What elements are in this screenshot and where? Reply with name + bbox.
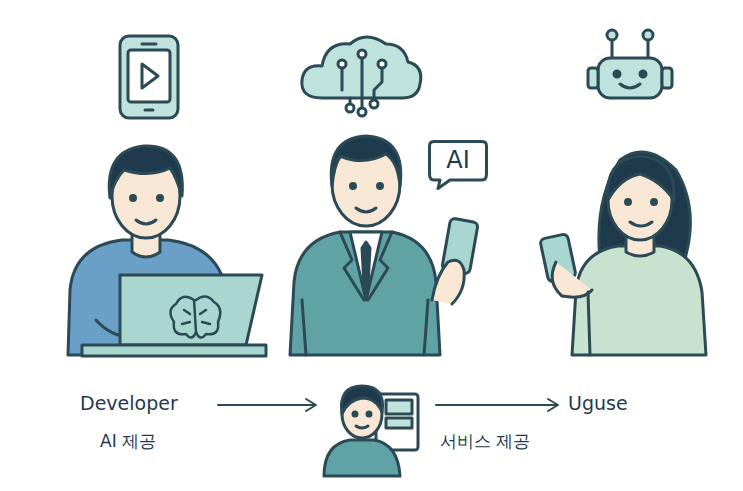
- role-caption: AI 제공: [100, 430, 156, 453]
- bubble-text: AI: [446, 146, 470, 174]
- role-label: Uguse: [568, 392, 628, 414]
- role-caption: 서비스 제공: [440, 430, 530, 453]
- speech-bubble: AI: [428, 140, 488, 190]
- role-label: Developer: [80, 392, 178, 414]
